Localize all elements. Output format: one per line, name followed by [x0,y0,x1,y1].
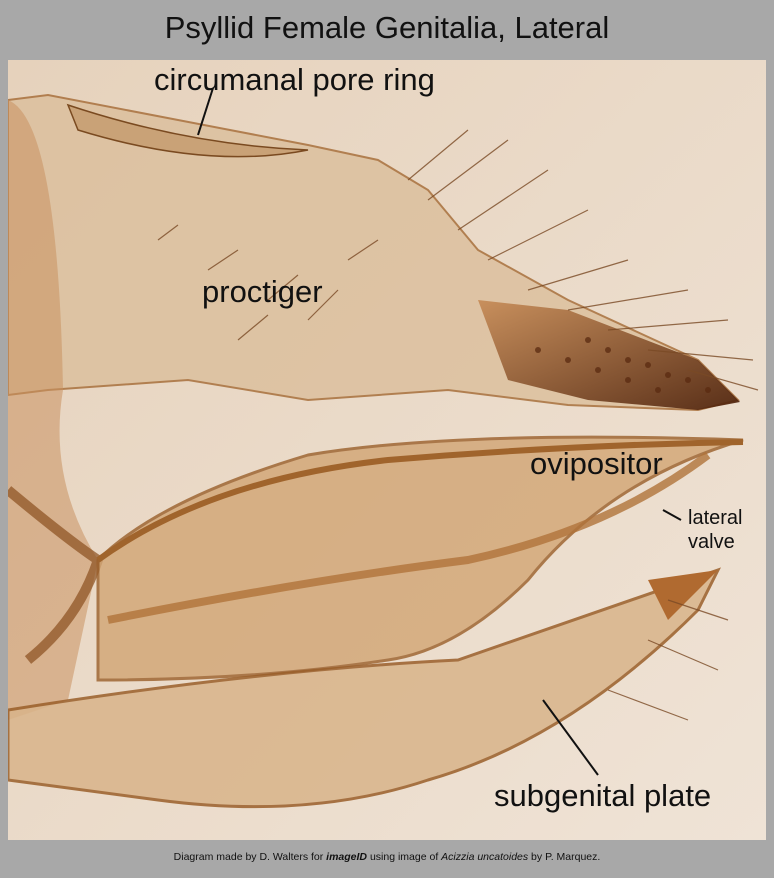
label-lateral-line1: lateral [688,507,743,529]
label-lateral-valve: lateral valve [688,506,742,554]
circumanal-pore-ring [66,103,309,158]
setae [157,129,759,721]
pore-dots [535,337,711,393]
figure-title: Psyllid Female Genitalia, Lateral [164,10,610,45]
subgenital-plate-shape [8,567,721,809]
specimen-illustration [8,60,766,840]
caption-part2: using image of [367,851,442,863]
caption-part1: Diagram made by D. Walters for [173,851,327,863]
figure-caption: Diagram made by D. Walters for imageID u… [0,851,774,863]
label-leaders [197,87,682,776]
label-subgenital-plate: subgenital plate [494,778,712,813]
label-lateral-line2: valve [688,531,735,553]
proctiger-tip [478,300,740,410]
caption-species: Acizzia uncatoides [441,851,529,863]
label-ovipositor: ovipositor [530,446,663,481]
micrograph: circumanal pore ring proctiger oviposito… [8,60,766,840]
caption-app: imageID [326,851,368,863]
label-proctiger: proctiger [202,274,323,309]
caption-part3: by P. Marquez. [528,851,601,863]
label-circumanal-pore-ring: circumanal pore ring [154,62,435,97]
